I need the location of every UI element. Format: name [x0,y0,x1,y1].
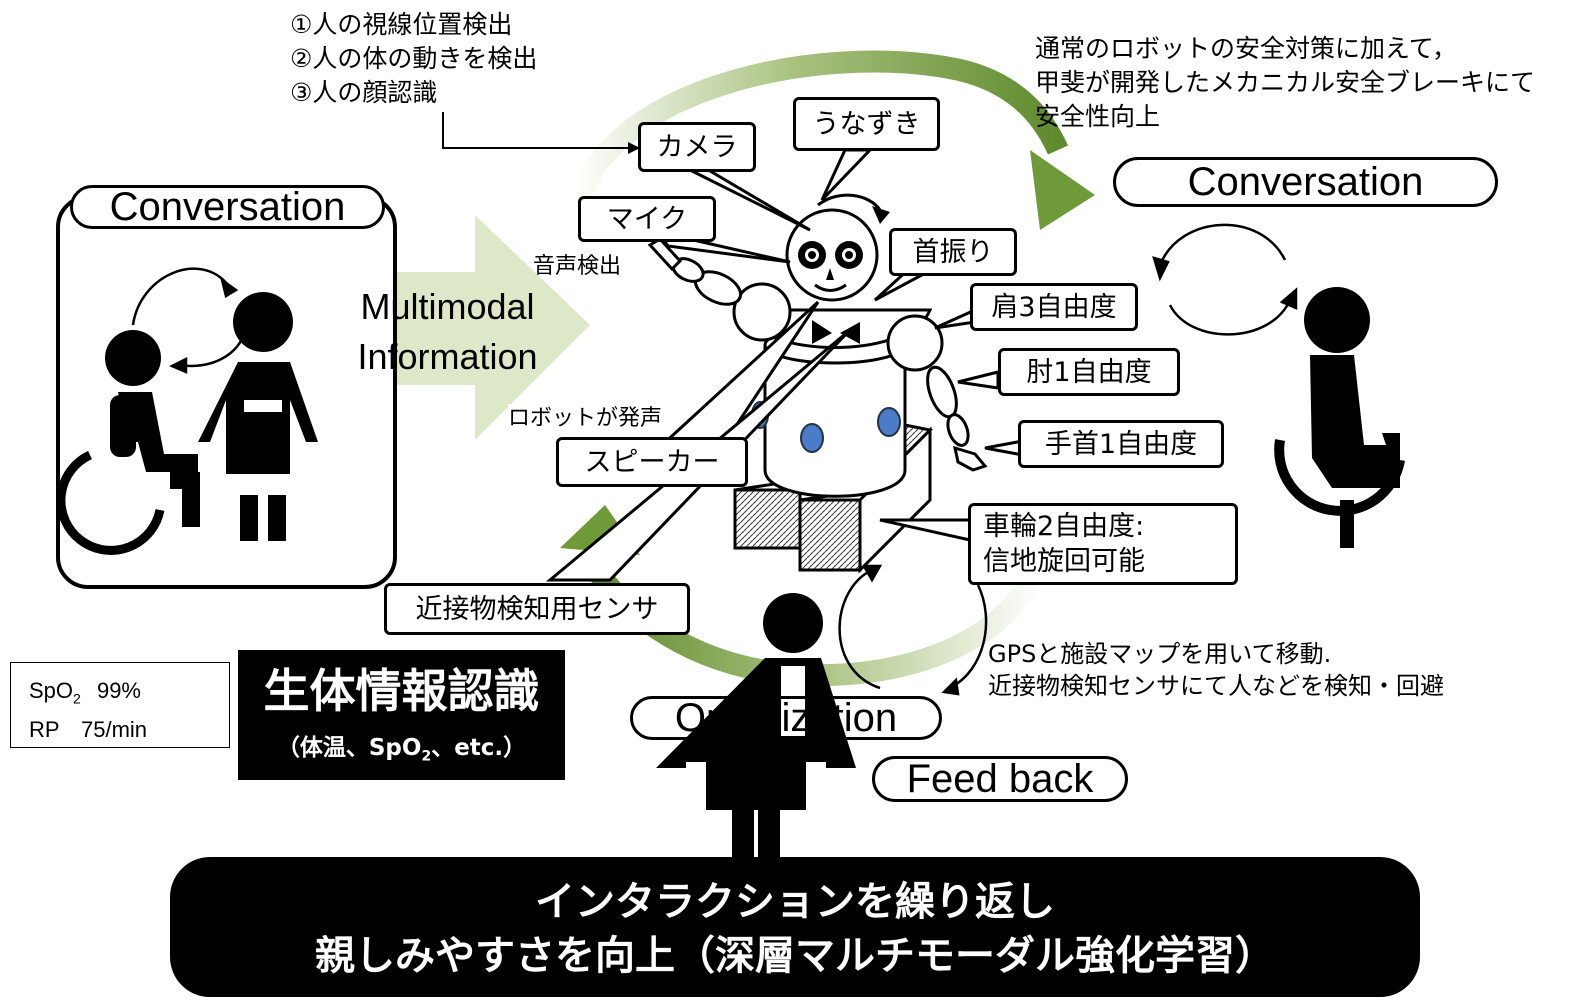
elbow-dof-label: 肘1自由度 [998,348,1180,396]
detection-callout-line [442,112,628,149]
speaker-label: スピーカー [556,437,748,487]
sensor-dot [877,407,901,437]
wheel-dof-line: 車輪2自由度: [983,510,1145,542]
safety-note-line: 甲斐が開発したメカニカル安全ブレーキにて [1035,67,1536,97]
safety-note-line: 通常のロボットの安全対策に加えて， [1035,34,1458,63]
banner-line-1: インタラクションを繰り返し [535,879,1055,925]
optimization-pill: Optimization [630,696,942,740]
bio-recognition-box: 生体情報認識 （体温、SpO2、etc.） [238,650,565,780]
left-panel-people [56,292,318,555]
robot [647,193,988,574]
feedback-pill: Feed back [872,756,1128,802]
navigation-note: GPSと施設マップを用いて移動. 近接物検知センサにて人などを検知・回避 [988,638,1444,703]
multimodal-line: Multimodal [360,286,535,327]
navigation-note-line: GPSと施設マップを用いて移動. [988,640,1332,668]
navigation-circle-arrow [838,564,988,696]
wheel-dof-line: 信地旋回可能 [983,546,1145,577]
rp-value: 75/min [81,717,148,743]
cycle-arc-top [564,50,1095,230]
right-exchange-arrows [1152,223,1298,336]
wheel-dof-label: 車輪2自由度: 信地旋回可能 [968,503,1238,585]
shoulder-dof-label: 肩3自由度 [970,283,1138,331]
nod-label: うなずき [793,97,940,151]
banner-line-2: 親しみやすさを向上（深層マルチモーダル強化学習） [315,933,1275,979]
rp-row: RP 75/min [29,714,229,746]
bottom-banner: インタラクションを繰り返し 親しみやすさを向上（深層マルチモーダル強化学習） [170,857,1420,997]
spo2-label: SpO [29,678,74,703]
voice-detect-label: 音声検出 [533,254,622,279]
rp-label: RP [29,717,60,743]
detection-item: ①人の視線位置検出 [290,10,513,39]
sensor-dot [800,423,824,453]
vitals-readout: SpO2 99% RP 75/min [10,662,230,748]
spo2-subscript: 2 [73,690,81,707]
detection-list: ①人の視線位置検出 ②人の体の動きを検出 ③人の顔認識 [290,8,537,109]
bio-recognition-title: 生体情報認識 [263,664,540,718]
head-swing-label: 首振り [889,228,1017,276]
safety-note: 通常のロボットの安全対策に加えて， 甲斐が開発したメカニカル安全ブレーキにて 安… [1035,32,1535,133]
right-conversation-title: Conversation [1113,157,1498,207]
detection-item: ②人の体の動きを検出 [290,43,538,73]
safety-note-line: 安全性向上 [1035,101,1161,131]
proximity-sensor-label: 近接物検知用センサ [384,583,690,635]
detection-item: ③人の顔認識 [290,77,438,107]
left-panel-exchange-arrows [131,267,247,374]
left-conversation-title: Conversation [70,185,385,229]
camera-label: カメラ [638,122,756,172]
navigation-note-line: 近接物検知センサにて人などを検知・回避 [988,672,1444,701]
bottom-standing-person [656,593,856,858]
wrist-dof-label: 手首1自由度 [1018,420,1224,468]
bio-recognition-subtitle: （体温、SpO2、etc.） [276,735,527,765]
robot-speaks-label: ロボットが発声 [508,404,663,434]
right-seated-person [1274,287,1405,548]
multimodal-label: Multimodal Information [330,282,565,382]
mic-label: マイク [578,196,716,242]
spo2-value: 99% [96,678,141,703]
spo2-row: SpO2 99% [29,675,229,714]
multimodal-line: Information [357,336,538,377]
